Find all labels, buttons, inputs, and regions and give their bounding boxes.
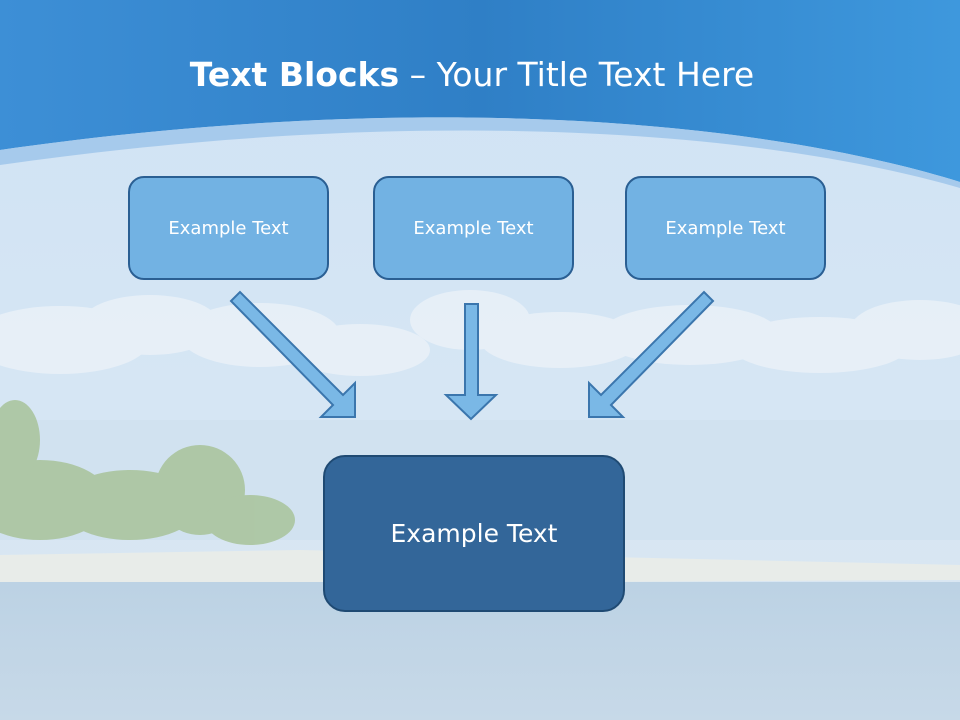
text-block-3[interactable]: Example Text (625, 176, 826, 280)
text-block-2[interactable]: Example Text (373, 176, 574, 280)
result-text-block-label: Example Text (390, 519, 558, 548)
result-text-block[interactable]: Example Text (323, 455, 625, 612)
arrow-down-icon (443, 303, 499, 421)
title-bold-part: Text Blocks (189, 55, 400, 94)
text-block-2-label: Example Text (413, 217, 534, 239)
arrow-down-left-icon (588, 290, 715, 418)
text-block-3-label: Example Text (665, 217, 786, 239)
text-block-1[interactable]: Example Text (128, 176, 329, 280)
text-block-1-label: Example Text (168, 217, 289, 239)
title-regular-part: – Your Title Text Here (399, 55, 755, 94)
slide-title: Text Blocks – Your Title Text Here (0, 52, 944, 98)
arrow-down-right-icon (229, 290, 356, 418)
